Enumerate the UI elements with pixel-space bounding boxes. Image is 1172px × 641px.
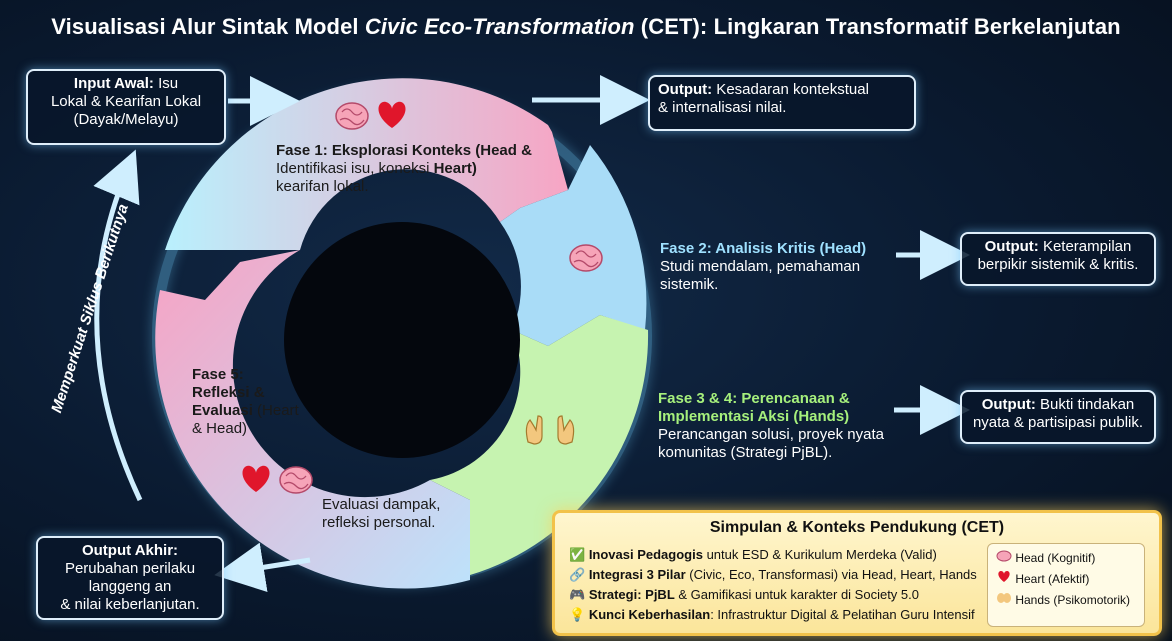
output-akhir-text3: & nilai keberlanjutan. <box>60 596 200 613</box>
output-akhir-text1: Perubahan perilaku <box>64 560 196 577</box>
brain-icon <box>279 466 313 494</box>
hands-icon <box>997 593 1011 603</box>
phase34-text: Fase 3 & 4: Perencanaan & Implementasi A… <box>658 390 918 462</box>
legend-head-label: Head (Kognitif) <box>1015 551 1096 565</box>
phase34-line4: komunitas (Strategi PjBL). <box>658 444 833 461</box>
heart-icon <box>998 571 1010 582</box>
summary-l3-bold: Strategi: PjBL <box>588 587 675 602</box>
phase34-segment <box>430 315 649 575</box>
output3-label: Output: <box>981 396 1036 413</box>
page-title: Visualisasi Alur Sintak Model Civic Eco-… <box>51 14 1121 39</box>
phase5-title1: Fase 5: <box>192 366 244 383</box>
input-awal-text2: Lokal & Kearifan Lokal <box>50 93 202 110</box>
summary-l2-text: (Civic, Eco, Transformasi) via Head, Hea… <box>685 567 977 582</box>
output-akhir-text2: langgeng an <box>88 578 172 595</box>
phase2-segment <box>500 145 647 346</box>
output1-text2: & internalisasi nilai. <box>658 99 787 116</box>
heart-icon <box>378 101 406 128</box>
output-akhir-label: Output Akhir: <box>81 542 179 559</box>
gamepad-icon: 🎮 <box>569 587 586 602</box>
input-awal-label: Input Awal: <box>73 75 154 92</box>
phase1-line2b: Heart) <box>433 160 477 177</box>
phase34-title1: Fase 3 & 4: Perencanaan & <box>658 390 850 407</box>
output1-text1: Kesadaran kontekstual <box>712 81 869 98</box>
phase34-title2: Implementasi Aksi (Hands) <box>658 408 850 425</box>
summary-line-1: ✅ Inovasi Pedagogis untuk ESD & Kurikulu… <box>569 545 977 565</box>
lightbulb-icon: 💡 <box>569 607 586 622</box>
legend-hands-label: Hands (Psikomotorik) <box>1015 593 1131 607</box>
summary-l1-bold: Inovasi Pedagogis <box>588 547 703 562</box>
output2-box: Output: Keterampilan berpikir sistemik &… <box>960 232 1156 286</box>
phase5-title2: Refleksi & <box>192 384 265 401</box>
phase5-eval-text: Evaluasi dampak, refleksi personal. <box>322 496 482 532</box>
summary-l2-bold: Integrasi 3 Pilar <box>588 567 686 582</box>
phase34-line3: Perancangan solusi, proyek nyata <box>658 426 884 443</box>
arrow-cycle-back <box>93 149 143 502</box>
hands-icon <box>525 415 575 445</box>
legend: Head (Kognitif) Heart (Afektif) Hands (P… <box>987 543 1145 627</box>
phase5-title3b: (Heart <box>252 402 299 419</box>
phase1-text: Fase 1: Eksplorasi Konteks (Head & Ident… <box>276 142 576 196</box>
summary-lines: ✅ Inovasi Pedagogis untuk ESD & Kurikulu… <box>569 545 977 625</box>
summary-l4-text: : Infrastruktur Digital & Pelatihan Guru… <box>710 607 975 622</box>
cycle-center <box>284 222 520 458</box>
phase1-title: Fase 1: Eksplorasi Konteks (Head & <box>276 142 532 159</box>
output2-text2: berpikir sistemik & kritis. <box>977 256 1139 273</box>
input-awal-text3: (Dayak/Melayu) <box>73 111 179 128</box>
summary-line-3: 🎮 Strategi: PjBL & Gamifikasi untuk kara… <box>569 585 977 605</box>
phase2-line2: Studi mendalam, pemahaman <box>660 258 861 275</box>
phase2-title: Fase 2: Analisis Kritis (Head) <box>660 240 867 257</box>
legend-heart: Heart (Afektif) <box>996 569 1136 590</box>
heart-icon <box>242 465 270 492</box>
phase2-line3: sistemik. <box>660 276 719 293</box>
brain-icon <box>569 244 603 272</box>
arrow-phase5-to-output-akhir <box>214 542 311 593</box>
phase5-title3a: Evaluasi <box>192 402 253 419</box>
phase1-line3: kearifan lokal. <box>276 178 369 195</box>
summary-l4-bold: Kunci Keberhasilan <box>588 607 711 622</box>
output3-text2: nyata & partisipasi publik. <box>972 414 1144 431</box>
brain-icon <box>996 550 1012 562</box>
phase5-eval1: Evaluasi dampak, <box>322 496 441 513</box>
legend-head: Head (Kognitif) <box>996 548 1136 569</box>
output-akhir-box: Output Akhir: Perubahan perilaku langgen… <box>36 536 224 620</box>
legend-hands: Hands (Psikomotorik) <box>996 590 1136 611</box>
summary-panel: Simpulan & Konteks Pendukung (CET) ✅ Ino… <box>552 510 1162 636</box>
output2-text1: Keterampilan <box>1038 238 1132 255</box>
legend-heart-label: Heart (Afektif) <box>1015 572 1090 586</box>
phase5-eval2: refleksi personal. <box>322 514 436 531</box>
output1-box: Output: Kesadaran kontekstual & internal… <box>648 75 916 131</box>
phase5-segment <box>155 250 470 589</box>
phase2-text: Fase 2: Analisis Kritis (Head) Studi men… <box>660 240 910 294</box>
summary-l3-text: & Gamifikasi untuk karakter di Society 5… <box>674 587 919 602</box>
summary-l1-text: untuk ESD & Kurikulum Merdeka (Valid) <box>702 547 937 562</box>
phase5-title4: & Head) <box>192 420 248 437</box>
brain-icon <box>335 102 369 130</box>
output1-label: Output: <box>658 81 713 98</box>
summary-title: Simpulan & Konteks Pendukung (CET) <box>709 519 1005 536</box>
phase5-text: Fase 5: Refleksi & Evaluasi (Heart & Hea… <box>192 366 312 438</box>
input-awal-box: Input Awal: Isu Lokal & Kearifan Lokal (… <box>26 69 226 145</box>
input-awal-text1: Isu <box>153 75 179 92</box>
phase1-line2a: Identifikasi isu, koneksi <box>276 160 434 177</box>
summary-line-4: 💡 Kunci Keberhasilan: Infrastruktur Digi… <box>569 605 977 625</box>
output3-text1: Bukti tindakan <box>1035 396 1135 413</box>
summary-line-2: 🔗 Integrasi 3 Pilar (Civic, Eco, Transfo… <box>569 565 977 585</box>
output3-box: Output: Bukti tindakan nyata & partisipa… <box>960 390 1156 444</box>
output2-label: Output: <box>984 238 1039 255</box>
link-icon: 🔗 <box>569 567 586 582</box>
check-icon: ✅ <box>569 547 586 562</box>
